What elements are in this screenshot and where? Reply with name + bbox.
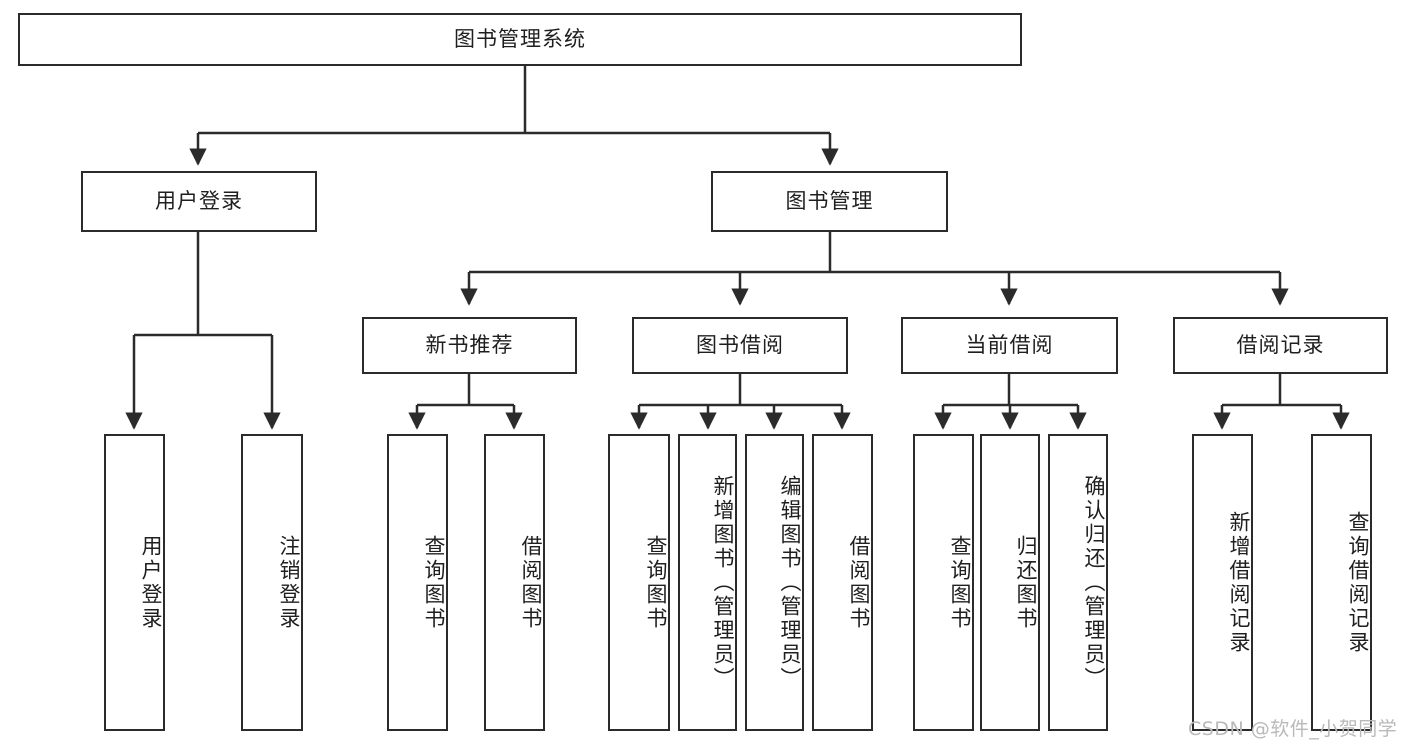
leaf-current-borrow-return[interactable]: 归还图书 [980, 434, 1040, 731]
leaf-label: 查询图书 [948, 534, 972, 631]
node-current-borrow[interactable]: 当前借阅 [901, 317, 1118, 374]
node-borrow-records[interactable]: 借阅记录 [1173, 317, 1388, 374]
leaf-book-borrow-query[interactable]: 查询图书 [608, 434, 670, 731]
leaf-book-borrow-add[interactable]: 新增图书（管理员） [678, 434, 737, 731]
node-book-borrow[interactable]: 图书借阅 [632, 317, 848, 374]
leaf-label: 查询图书 [422, 534, 446, 631]
node-user-login[interactable]: 用户登录 [81, 171, 317, 232]
leaf-label: 归还图书 [1014, 534, 1038, 631]
watermark-text: CSDN @软件_小贺同学 [1188, 718, 1398, 740]
leaf-label: 编辑图书（管理员） [778, 474, 802, 691]
leaf-label: 借阅图书 [519, 534, 543, 631]
leaf-borrow-record-query[interactable]: 查询借阅记录 [1311, 434, 1372, 731]
leaf-borrow-record-add[interactable]: 新增借阅记录 [1192, 434, 1253, 731]
leaf-label: 借阅图书 [847, 534, 871, 631]
leaf-book-borrow-borrow[interactable]: 借阅图书 [812, 434, 873, 731]
leaf-new-book-query[interactable]: 查询图书 [387, 434, 448, 731]
leaf-label: 查询图书 [644, 534, 668, 631]
leaf-label: 确认归还（管理员） [1082, 474, 1106, 691]
leaf-new-book-borrow[interactable]: 借阅图书 [484, 434, 545, 731]
leaf-label: 新增借阅记录 [1227, 510, 1251, 655]
node-new-book-recommend[interactable]: 新书推荐 [362, 317, 577, 374]
node-root-system[interactable]: 图书管理系统 [18, 13, 1022, 66]
leaf-user-login-logout[interactable]: 注销登录 [241, 434, 303, 731]
leaf-label: 新增图书（管理员） [711, 474, 735, 691]
leaf-current-borrow-confirm-return[interactable]: 确认归还（管理员） [1048, 434, 1108, 731]
leaf-user-login-login[interactable]: 用户登录 [104, 434, 165, 731]
leaf-label: 用户登录 [139, 534, 163, 631]
leaf-book-borrow-edit[interactable]: 编辑图书（管理员） [745, 434, 804, 731]
leaf-current-borrow-query[interactable]: 查询图书 [913, 434, 974, 731]
leaf-label: 查询借阅记录 [1346, 510, 1370, 655]
node-book-management[interactable]: 图书管理 [711, 171, 948, 232]
leaf-label: 注销登录 [277, 534, 301, 631]
